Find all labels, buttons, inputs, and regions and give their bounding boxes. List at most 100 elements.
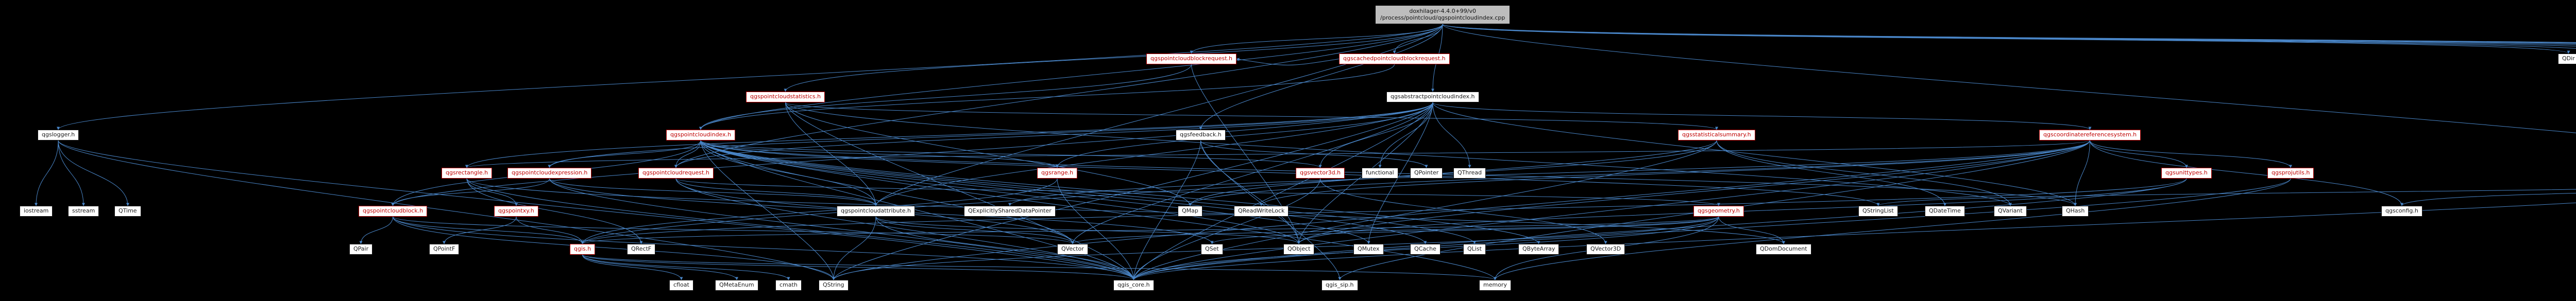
graph-node-index_h[interactable]: qgspointcloudindex.h xyxy=(666,130,736,140)
graph-node-expression[interactable]: qgspointcloudexpression.h xyxy=(507,168,592,179)
graph-node-functional[interactable]: functional xyxy=(1362,168,1398,179)
graph-node-qgis_core[interactable]: qgis_core.h xyxy=(1113,280,1154,291)
graph-node-qstringlist[interactable]: QStringList xyxy=(1858,206,1898,217)
graph-node-abstractindex[interactable]: qgsabstractpointcloudindex.h xyxy=(1386,92,1479,102)
graph-node-qdir[interactable]: QDir xyxy=(2558,54,2576,64)
graph-node-qvariant[interactable]: QVariant xyxy=(1994,206,2027,217)
graph-node-label: QMap xyxy=(1182,207,1198,214)
graph-node-request[interactable]: qgspointcloudrequest.h xyxy=(638,168,714,179)
graph-node-qstring[interactable]: QString xyxy=(819,280,849,291)
graph-node-qexplicit[interactable]: QExplicitlySharedDataPointer xyxy=(964,206,1056,217)
graph-node-unittypes[interactable]: qgsunittypes.h xyxy=(2161,168,2212,179)
include-edge-cachedblockrequest-to-index_h xyxy=(699,64,1395,130)
graph-node-label: iostream xyxy=(24,207,49,214)
graph-node-qgsconfig[interactable]: qgsconfig.h xyxy=(2381,206,2422,217)
graph-node-statistics[interactable]: qgspointcloudstatistics.h xyxy=(746,92,825,102)
graph-node-crs[interactable]: qgscoordinatereferencesystem.h xyxy=(2039,130,2141,140)
graph-node-qdatetime[interactable]: QDateTime xyxy=(1925,206,1965,217)
graph-node-qbytearray[interactable]: QByteArray xyxy=(1518,244,1560,255)
graph-node-label: cfloat xyxy=(673,281,689,288)
graph-node-qcache[interactable]: QCache xyxy=(1410,244,1440,255)
graph-node-label: qgspointcloudstatistics.h xyxy=(750,93,821,100)
graph-node-label: memory xyxy=(1483,281,1507,288)
graph-node-sstream[interactable]: sstream xyxy=(68,206,99,217)
graph-node-label: QMetaEnum xyxy=(719,281,754,288)
graph-node-rectangle[interactable]: qgsrectangle.h xyxy=(442,168,493,179)
graph-node-label: cmath xyxy=(779,281,798,288)
graph-node-iostream[interactable]: iostream xyxy=(20,206,53,217)
include-edge-main-to-qdebug xyxy=(1442,24,2576,43)
include-edge-crs-to-qstring xyxy=(832,140,2090,280)
graph-node-qreadwritelock[interactable]: QReadWriteLock xyxy=(1234,206,1289,217)
graph-node-label: QSet xyxy=(1205,245,1219,252)
graph-node-qmap[interactable]: QMap xyxy=(1178,206,1202,217)
graph-node-qthread[interactable]: QThread xyxy=(1453,168,1486,179)
include-edge-abstractindex-to-vector3d xyxy=(1318,102,1433,168)
include-edge-block-to-qgis_core xyxy=(393,216,1136,280)
graph-node-block[interactable]: qgspointcloudblock.h xyxy=(359,206,428,217)
graph-node-attribute[interactable]: qgspointcloudattribute.h xyxy=(837,206,915,217)
include-edge-logger-to-iostream xyxy=(35,140,59,206)
include-edge-abstractindex-to-block xyxy=(391,102,1433,206)
graph-node-label: QVector3D xyxy=(1590,245,1621,252)
include-edge-cachedblockrequest-to-blockrequest xyxy=(1236,58,1340,65)
graph-node-blockrequest[interactable]: qgspointcloudblockrequest.h xyxy=(1146,54,1237,64)
include-edge-logger-to-qgis_core xyxy=(58,140,1136,280)
graph-node-qvector[interactable]: QVector xyxy=(1057,244,1088,255)
include-edge-index_h-to-qmutex xyxy=(700,140,1370,244)
include-edge-attribute-to-qvector xyxy=(875,216,1074,244)
graph-node-label: qgsfeedback.h xyxy=(1180,131,1222,138)
include-edge-application-to-qgsconfig xyxy=(2400,192,2576,206)
graph-node-cmath[interactable]: cmath xyxy=(775,280,802,291)
graph-node-range[interactable]: qgsrange.h xyxy=(1037,168,1078,179)
graph-node-pointxy[interactable]: qgspointxy.h xyxy=(494,206,538,217)
graph-node-label: QThread xyxy=(1458,169,1482,176)
include-edge-abstractindex-to-functional xyxy=(1378,102,1433,168)
graph-node-qobject[interactable]: QObject xyxy=(1283,244,1315,255)
graph-node-qlist[interactable]: QList xyxy=(1463,244,1486,255)
graph-node-cfloat[interactable]: cfloat xyxy=(669,280,693,291)
graph-node-qrectf[interactable]: QRectF xyxy=(627,244,656,255)
include-edge-main-to-statistics xyxy=(784,24,1443,92)
graph-node-main[interactable]: doxhilager-4.4.0+99/v0/process/pointclou… xyxy=(1375,5,1511,25)
graph-node-label: QMutex xyxy=(1358,245,1380,252)
include-edge-main-to-logger xyxy=(57,24,1443,130)
graph-node-label: QReadWriteLock xyxy=(1238,207,1285,214)
graph-node-label: qgspointcloudblock.h xyxy=(363,207,423,214)
graph-node-qpointer[interactable]: QPointer xyxy=(1410,168,1443,179)
include-edge-main-to-feedback xyxy=(1199,24,1443,130)
include-edge-crs-to-unittypes xyxy=(2090,140,2188,168)
include-edge-block-to-qpair xyxy=(359,216,393,244)
graph-node-qpointf[interactable]: QPointF xyxy=(429,244,460,255)
include-edge-abstractindex-to-qhash xyxy=(1432,102,2077,206)
include-edge-abstractindex-to-rectangle xyxy=(465,102,1433,168)
graph-node-memory[interactable]: memory xyxy=(1479,280,1511,291)
graph-node-qhash[interactable]: QHash xyxy=(2062,206,2089,217)
graph-node-cachedblockrequest[interactable]: qgscachedpointcloudblockrequest.h xyxy=(1339,54,1450,64)
graph-node-qvector3dclass[interactable]: QVector3D xyxy=(1586,244,1625,255)
include-edge-main-to-blockrequest xyxy=(1190,24,1443,54)
graph-node-qgis_sip[interactable]: qgis_sip.h xyxy=(1321,280,1358,291)
graph-node-qmutex[interactable]: QMutex xyxy=(1353,244,1384,255)
include-edge-logger-to-qstring xyxy=(58,140,835,280)
include-edge-geometry-to-qset xyxy=(1210,216,1719,244)
graph-node-geometry[interactable]: qgsgeometry.h xyxy=(1693,206,1744,217)
graph-node-projutils[interactable]: qgsprojutils.h xyxy=(2267,168,2314,179)
include-edge-pointxy-to-qpointf xyxy=(443,216,517,244)
include-edge-abstractindex-to-crs xyxy=(1432,102,2092,130)
graph-node-label: QVariant xyxy=(1998,207,2023,214)
graph-node-statsummary[interactable]: qgsstatisticalsummary.h xyxy=(1678,130,1755,140)
include-edge-abstractindex-to-expression xyxy=(548,102,1433,168)
graph-node-feedback[interactable]: qgsfeedback.h xyxy=(1176,130,1226,140)
graph-node-logger[interactable]: qgslogger.h xyxy=(38,130,79,140)
graph-node-qdomdocument[interactable]: QDomDocument xyxy=(1756,244,1811,255)
graph-node-qpair[interactable]: QPair xyxy=(349,244,373,255)
graph-node-qset[interactable]: QSet xyxy=(1201,244,1223,255)
include-edge-block-to-qgis_h xyxy=(393,216,584,244)
graph-node-qtime[interactable]: QTime xyxy=(114,206,141,217)
graph-node-qmetaenum[interactable]: QMetaEnum xyxy=(715,280,758,291)
graph-node-label: QCache xyxy=(1414,245,1436,252)
include-edge-qgis_h-to-cmath xyxy=(582,254,790,280)
graph-node-vector3d[interactable]: qgsvector3d.h xyxy=(1296,168,1345,179)
graph-node-qgis_h[interactable]: qgis.h xyxy=(570,244,596,255)
